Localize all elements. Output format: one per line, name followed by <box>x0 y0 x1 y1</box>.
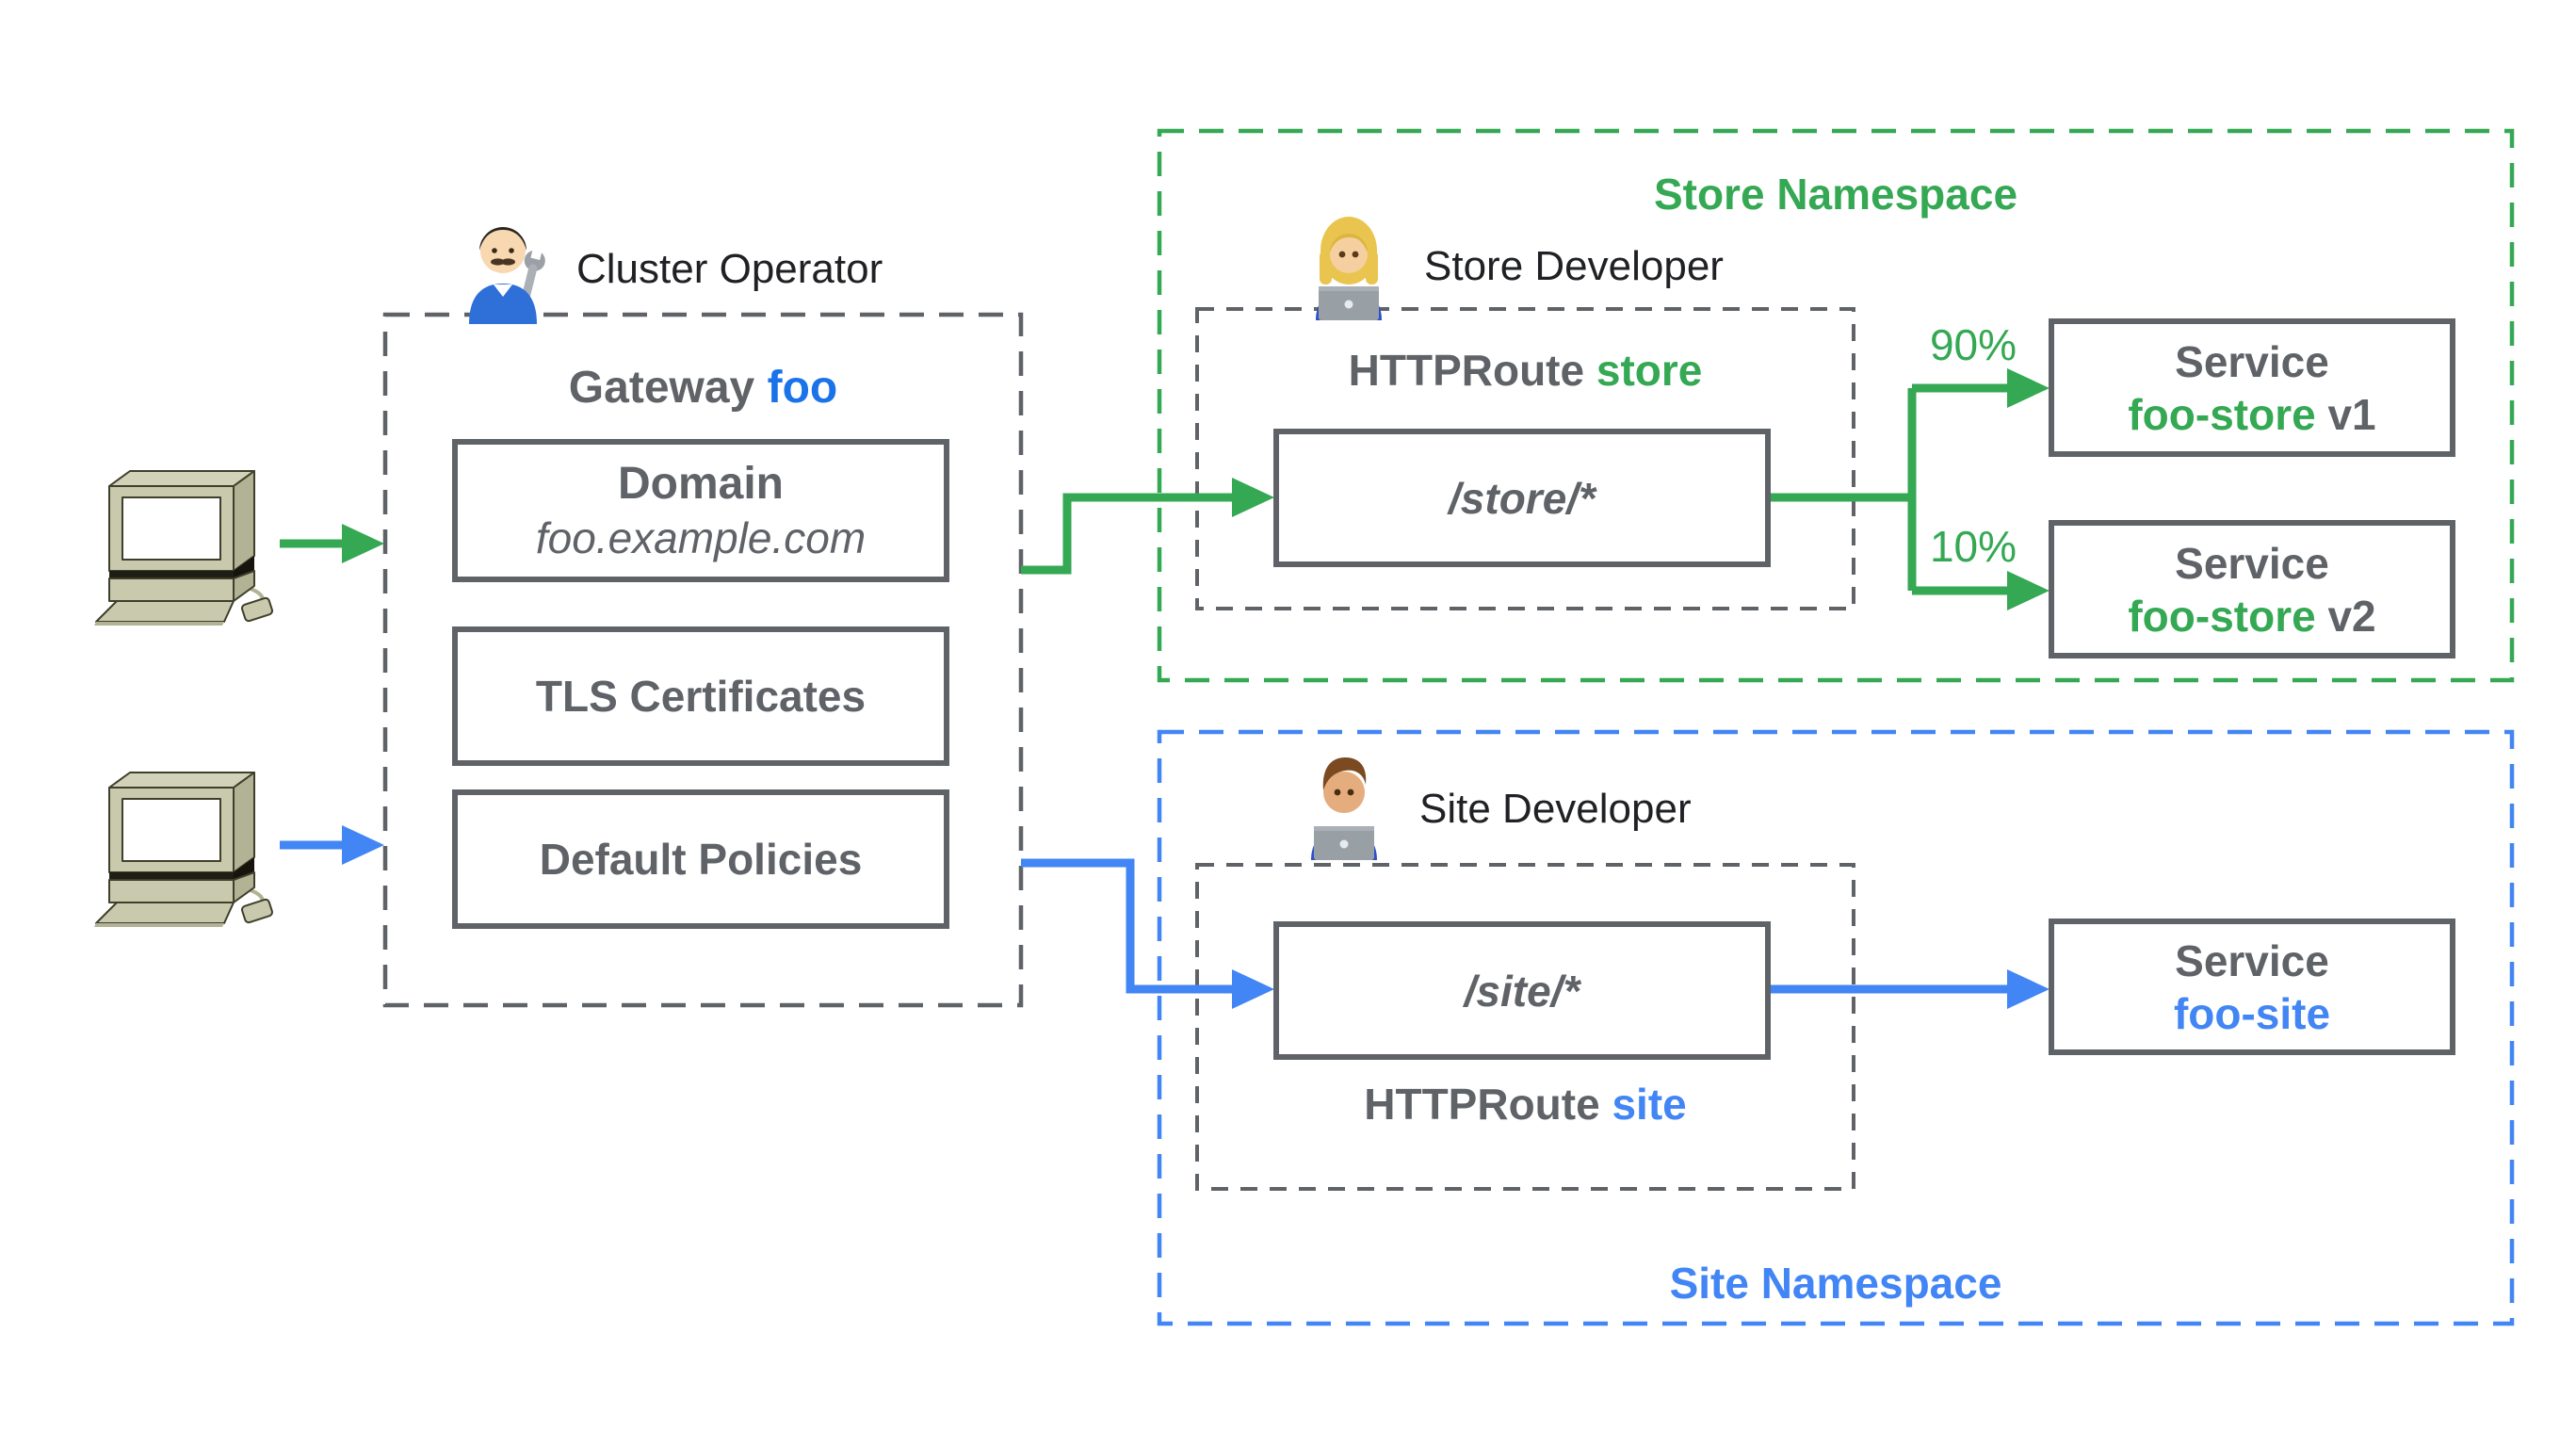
domain-box-title: Domain <box>617 459 784 509</box>
service-site-name: foo-site <box>2173 988 2331 1038</box>
service-v2-name-line: foo-store v2 <box>2128 590 2375 642</box>
service-foo-store-v1-box: Service foo-store v1 <box>2049 318 2455 457</box>
site-developer-label: Site Developer <box>1419 786 1692 832</box>
service-foo-store-v2-box: Service foo-store v2 <box>2049 520 2455 659</box>
httproute-site-dashed-box <box>1195 863 1855 1191</box>
blue-traffic-arrows <box>280 840 2007 994</box>
service-v1-version: v1 <box>2327 389 2376 439</box>
gateway-dashed-box <box>382 312 1024 1008</box>
domain-box-value: foo.example.com <box>535 513 867 562</box>
cluster-operator-label: Cluster Operator <box>576 246 883 292</box>
httproute-store-title: HTTPRoute store <box>1197 346 1854 395</box>
default-policies-label: Default Policies <box>539 835 863 884</box>
httproute-site-title: HTTPRoute site <box>1197 1080 1854 1129</box>
gateway-title-prefix: Gateway <box>568 363 755 413</box>
site-namespace-label: Site Namespace <box>1669 1259 2002 1308</box>
httproute-site-prefix: HTTPRoute <box>1364 1080 1600 1129</box>
man-technologist-icon <box>1311 757 1377 860</box>
service-v2-name: foo-store <box>2128 591 2316 641</box>
service-site-title: Service <box>2175 935 2329 985</box>
service-v1-name: foo-store <box>2128 389 2316 439</box>
httproute-store-name: store <box>1596 346 1703 395</box>
weight-90-label: 90% <box>1929 320 2017 369</box>
tls-certificates-label: TLS Certificates <box>535 672 867 721</box>
service-v2-version: v2 <box>2327 591 2376 641</box>
green-traffic-arrows <box>280 383 2007 595</box>
green-arrowheads <box>342 368 2049 610</box>
httproute-store-prefix: HTTPRoute <box>1348 346 1585 395</box>
man-mechanic-icon <box>469 227 545 324</box>
service-v2-title: Service <box>2175 538 2329 588</box>
woman-technologist-icon <box>1316 217 1382 320</box>
service-v1-name-line: foo-store v1 <box>2128 388 2375 441</box>
client-computer-icon-bottom <box>94 772 274 927</box>
service-v1-title: Service <box>2175 336 2329 386</box>
gateway-title-name: foo <box>767 363 838 413</box>
domain-box: Domain foo.example.com <box>452 439 949 582</box>
store-developer-label: Store Developer <box>1424 243 1724 289</box>
client-computer-icon-top <box>94 470 274 626</box>
site-namespace-dashed-box <box>1157 729 2515 1326</box>
tls-certificates-box: TLS Certificates <box>452 626 949 766</box>
blue-arrowheads <box>342 825 2049 1009</box>
default-policies-box: Default Policies <box>452 789 949 929</box>
store-namespace-dashed-box <box>1157 128 2515 683</box>
service-foo-site-box: Service foo-site <box>2049 919 2455 1055</box>
site-path-label: /site/* <box>1464 966 1580 1016</box>
store-namespace-label: Store Namespace <box>1653 170 2018 219</box>
httproute-store-dashed-box <box>1195 307 1855 610</box>
store-path-box: /store/* <box>1273 429 1771 567</box>
gateway-title: Gateway foo <box>385 363 1021 413</box>
site-path-box: /site/* <box>1273 921 1771 1060</box>
httproute-site-name: site <box>1612 1080 1687 1129</box>
store-path-label: /store/* <box>1449 473 1596 523</box>
weight-10-label: 10% <box>1929 522 2017 571</box>
